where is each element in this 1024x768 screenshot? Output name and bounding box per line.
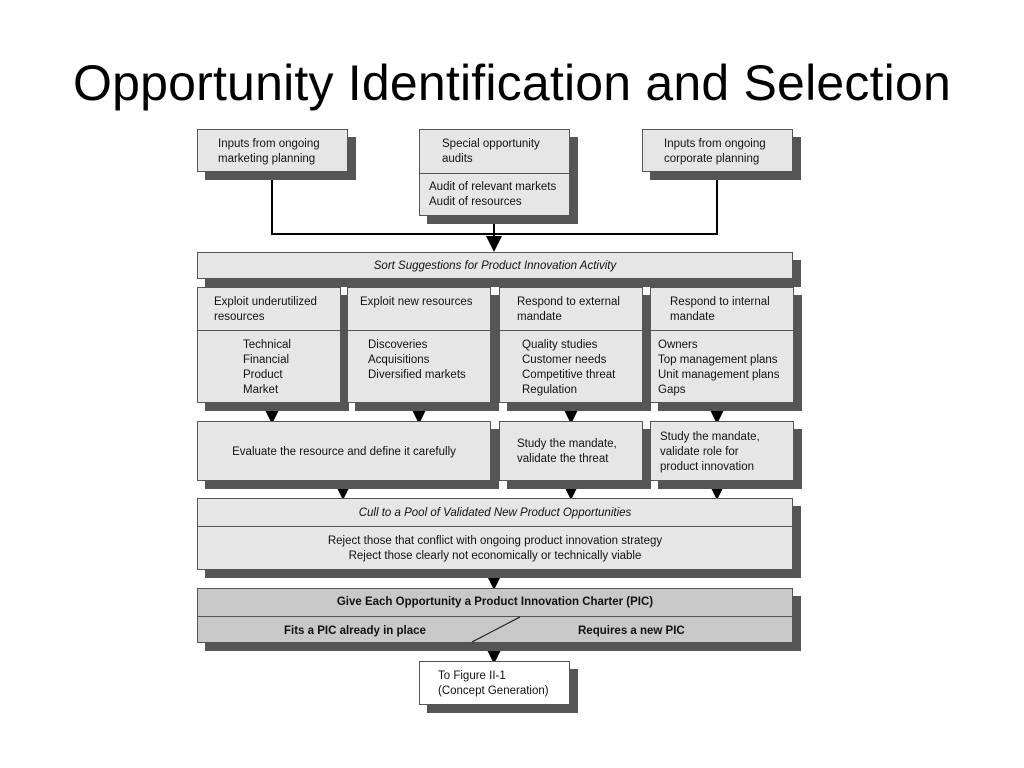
- corporate-input-line1: Inputs from ongoing: [664, 138, 766, 150]
- column-3-item: Customer needs: [522, 354, 607, 366]
- column-3-divider: [500, 330, 642, 331]
- to-figure-box: To Figure II-1 (Concept Generation): [419, 661, 570, 705]
- cull-pool-divider: [198, 526, 792, 527]
- marketing-input-line1: Inputs from ongoing: [218, 138, 320, 150]
- pic-requires-new: Requires a new PIC: [578, 625, 685, 637]
- column-4-header-line2: mandate: [670, 311, 715, 323]
- study-internal-line2: validate role for: [660, 446, 739, 458]
- marketing-input-line2: marketing planning: [218, 153, 316, 165]
- column-1-item: Product: [243, 369, 283, 381]
- sort-suggestions-label: Sort Suggestions for Product Innovation …: [373, 260, 617, 272]
- column-1-header-line1: Exploit underutilized: [214, 296, 317, 308]
- special-audits-line2: audits: [442, 153, 473, 165]
- pic-charter-title: Give Each Opportunity a Product Innovati…: [336, 596, 654, 608]
- column-3-header-line2: mandate: [517, 311, 562, 323]
- column-exploit-new: Exploit new resources Discoveries Acquis…: [347, 287, 491, 403]
- sort-suggestions-bar: Sort Suggestions for Product Innovation …: [197, 252, 793, 279]
- cull-pool-title: Cull to a Pool of Validated New Product …: [358, 507, 632, 519]
- column-2-item: Acquisitions: [368, 354, 430, 366]
- column-1-header-line2: resources: [214, 311, 265, 323]
- column-4-divider: [651, 330, 793, 331]
- pic-fits-existing: Fits a PIC already in place: [284, 625, 426, 637]
- cull-pool-box: Cull to a Pool of Validated New Product …: [197, 498, 793, 570]
- pic-charter-divider: [198, 616, 792, 617]
- column-3-item: Competitive threat: [522, 369, 616, 381]
- study-internal-box: Study the mandate, validate role for pro…: [650, 421, 794, 481]
- special-audits-box: Special opportunity audits Audit of rele…: [419, 129, 570, 216]
- marketing-input-box: Inputs from ongoing marketing planning: [197, 129, 348, 172]
- corporate-input-box: Inputs from ongoing corporate planning: [642, 129, 793, 172]
- pic-split-slash: [471, 616, 521, 643]
- column-1-item: Technical: [243, 339, 291, 351]
- column-4-header-line1: Respond to internal: [670, 296, 770, 308]
- evaluate-resource-label: Evaluate the resource and define it care…: [232, 446, 456, 458]
- column-exploit-underutilized: Exploit underutilized resources Technica…: [197, 287, 341, 403]
- study-internal-line3: product innovation: [660, 461, 754, 473]
- special-audits-divider: [420, 173, 569, 174]
- slide-title: Opportunity Identification and Selection: [73, 55, 951, 111]
- column-respond-internal: Respond to internal mandate Owners Top m…: [650, 287, 794, 403]
- evaluate-resource-box: Evaluate the resource and define it care…: [197, 421, 491, 481]
- column-respond-external: Respond to external mandate Quality stud…: [499, 287, 643, 403]
- to-figure-line1: To Figure II-1: [438, 670, 506, 682]
- study-external-line1: Study the mandate,: [517, 438, 617, 450]
- audit-markets: Audit of relevant markets: [429, 181, 557, 193]
- corporate-input-line2: corporate planning: [664, 153, 760, 165]
- column-3-item: Regulation: [522, 384, 577, 396]
- study-external-box: Study the mandate, validate the threat: [499, 421, 643, 481]
- column-2-item: Discoveries: [368, 339, 428, 351]
- column-4-item: Gaps: [658, 384, 686, 396]
- column-4-item: Owners: [658, 339, 698, 351]
- column-3-item: Quality studies: [522, 339, 598, 351]
- column-2-item: Diversified markets: [368, 369, 466, 381]
- audit-resources: Audit of resources: [429, 196, 522, 208]
- column-1-divider: [198, 330, 340, 331]
- cull-reject-line2: Reject those clearly not economically or…: [348, 550, 642, 562]
- column-1-item: Market: [243, 384, 279, 396]
- study-internal-line1: Study the mandate,: [660, 431, 760, 443]
- column-2-divider: [348, 330, 490, 331]
- study-external-line2: validate the threat: [517, 453, 609, 465]
- to-figure-line2: (Concept Generation): [438, 685, 549, 697]
- column-3-header-line1: Respond to external: [517, 296, 620, 308]
- cull-reject-line1: Reject those that conflict with ongoing …: [327, 535, 663, 547]
- column-4-item: Unit management plans: [658, 369, 780, 381]
- pic-charter-box: Give Each Opportunity a Product Innovati…: [197, 588, 793, 643]
- column-2-header-line1: Exploit new resources: [360, 296, 473, 308]
- special-audits-line1: Special opportunity: [442, 138, 540, 150]
- column-4-item: Top management plans: [658, 354, 778, 366]
- column-1-item: Financial: [243, 354, 290, 366]
